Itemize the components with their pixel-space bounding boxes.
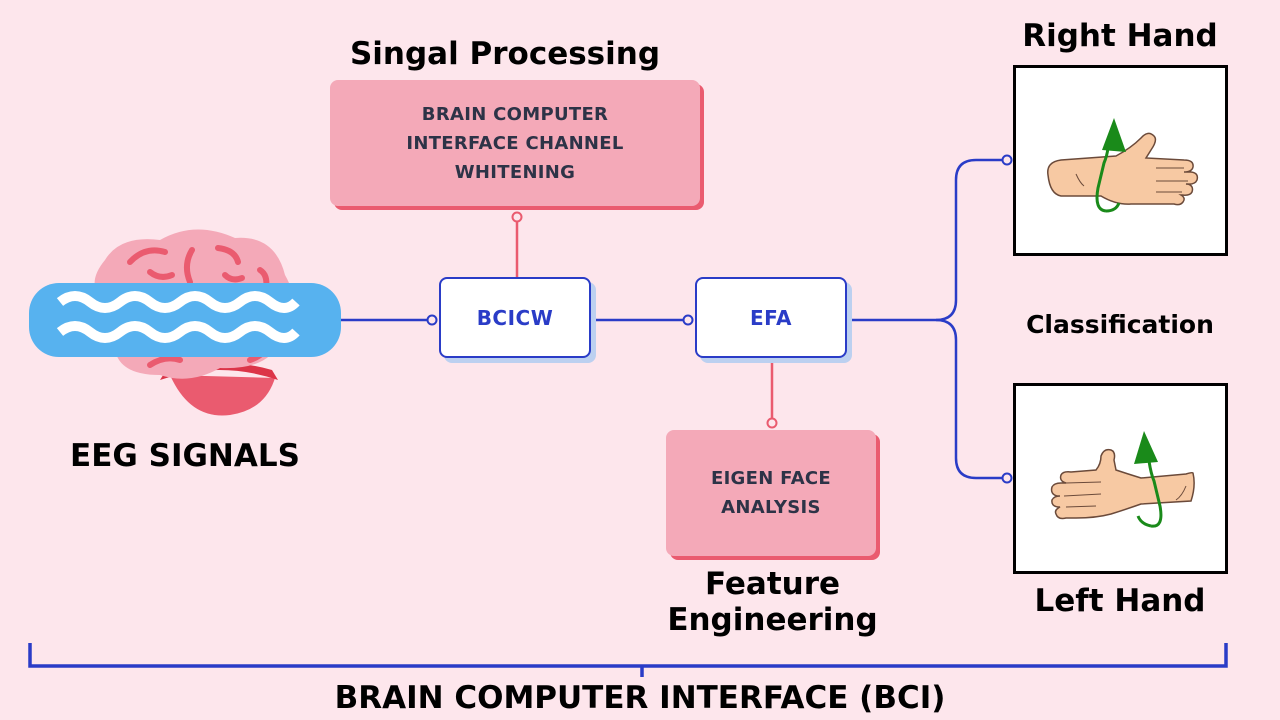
right-hand-panel[interactable]: [1013, 65, 1228, 256]
connector-port-right-hand: [1001, 154, 1013, 166]
eigen-face-analysis-line: EIGEN FACE: [710, 468, 832, 489]
bcicw-node[interactable]: BCICW: [439, 277, 591, 358]
connector-port-whitening: [511, 211, 523, 223]
channel-whitening-box[interactable]: BRAIN COMPUTER INTERFACE CHANNEL WHITENI…: [330, 80, 700, 206]
bcicw-node-label: BCICW: [476, 305, 554, 330]
left-hand-panel[interactable]: [1013, 383, 1228, 574]
eigen-face-analysis-box[interactable]: EIGEN FACE ANALYSIS: [666, 430, 876, 556]
bci-title: BRAIN COMPUTER INTERFACE (BCI): [334, 680, 946, 716]
feature-engineering-heading-line: Engineering: [667, 602, 878, 638]
connector-port-eigen: [766, 417, 778, 429]
connector-port-efa: [682, 314, 694, 326]
left-hand-rotation-icon: [1050, 431, 1195, 528]
feature-engineering-heading: Feature Engineering: [660, 566, 885, 638]
channel-whitening-line: BRAIN COMPUTER: [421, 103, 609, 125]
classification-heading: Classification: [1026, 310, 1214, 339]
channel-whitening-line: INTERFACE CHANNEL: [406, 132, 624, 154]
bci-bracket: [28, 643, 1228, 668]
left-hand-heading: Left Hand: [1034, 583, 1206, 619]
channel-whitening-line: WHITENING: [454, 161, 576, 183]
right-hand-rotation-icon: [1047, 118, 1199, 213]
efa-node-label: EFA: [749, 305, 792, 330]
right-hand-heading: Right Hand: [1022, 18, 1218, 54]
connector-port-left-hand: [1001, 472, 1013, 484]
connector-port-bcicw: [426, 314, 438, 326]
eigen-face-analysis-line: ANALYSIS: [721, 497, 821, 518]
feature-engineering-heading-line: Feature: [704, 566, 841, 602]
connector-efa-to-right-hand: [852, 158, 1002, 322]
signal-processing-heading: Singal Processing: [349, 36, 661, 72]
efa-node[interactable]: EFA: [695, 277, 847, 358]
brain-with-waves-icon: [29, 229, 341, 416]
connector-efa-to-left-hand: [935, 318, 1002, 480]
eeg-signals-label: EEG SIGNALS: [70, 438, 300, 474]
